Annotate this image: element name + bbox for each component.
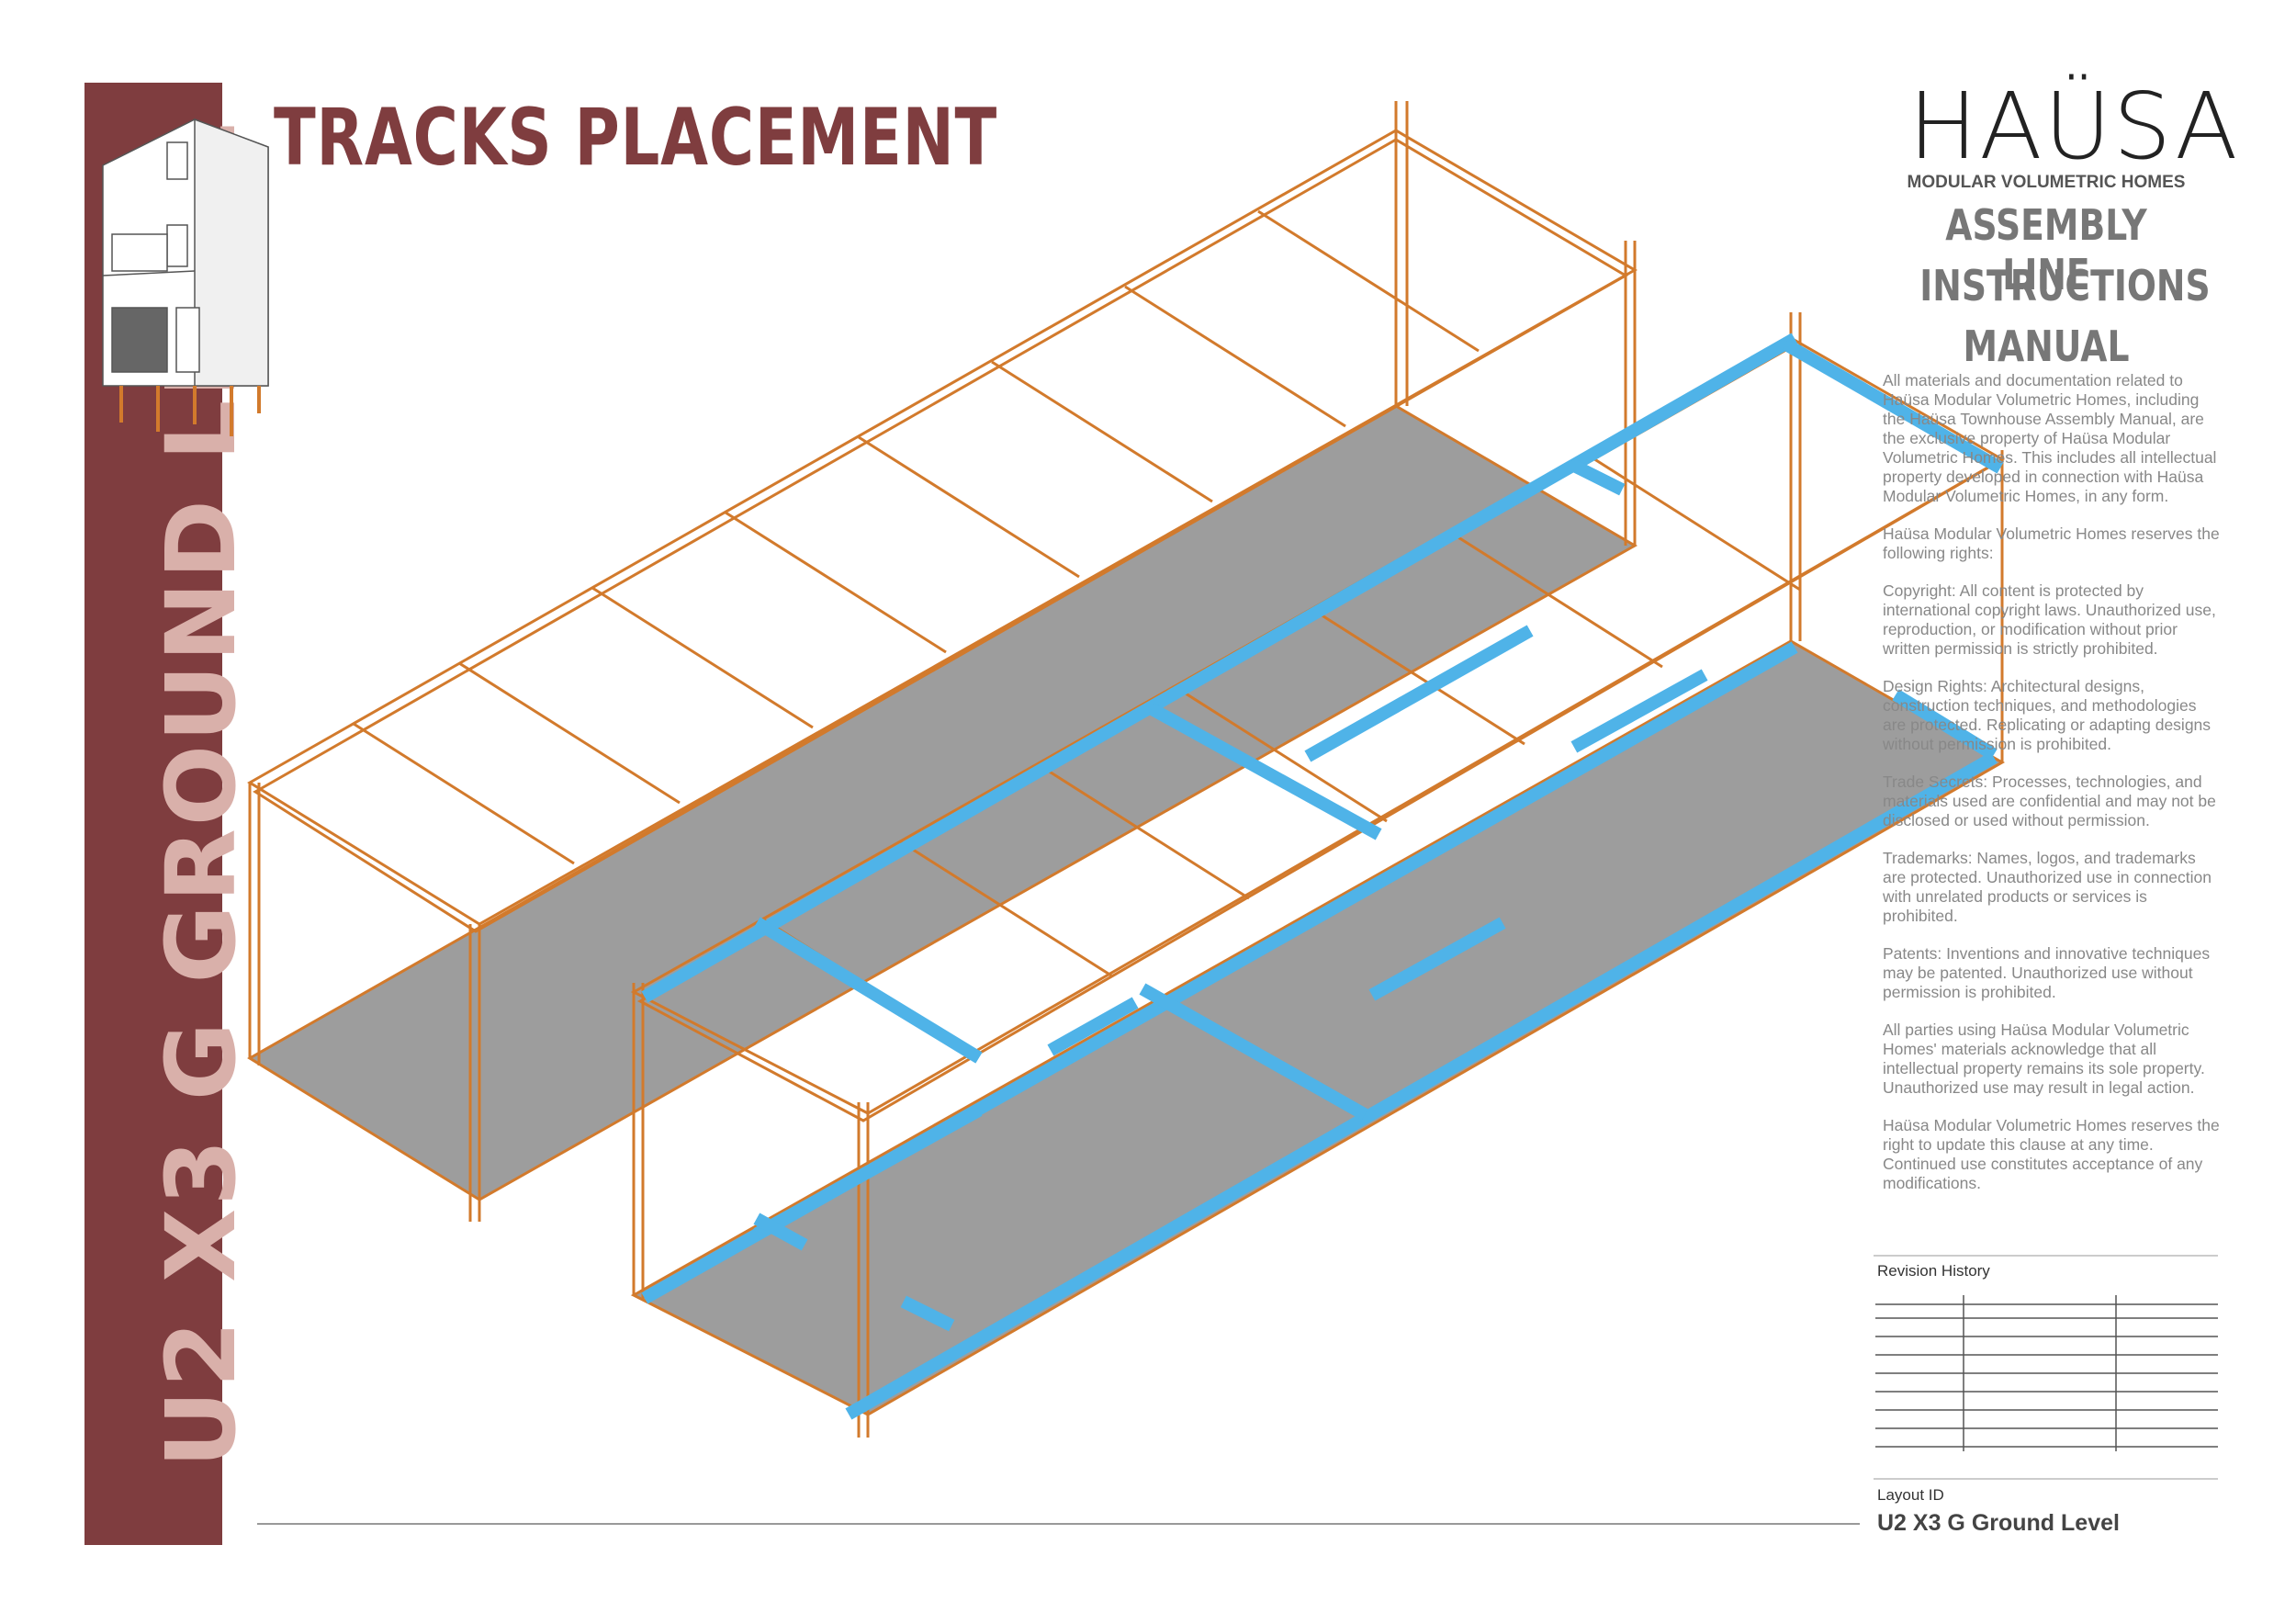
track-top-end — [1782, 338, 2004, 474]
track-floor-cross — [1139, 983, 1368, 1121]
track-floor-stub-2 — [1047, 997, 1139, 1056]
revision-history-label: Revision History — [1877, 1262, 1990, 1280]
legal-paragraph: Design Rights: Architectural designs, co… — [1883, 677, 2212, 753]
layout-id-value: U2 X3 G Ground Level — [1877, 1510, 2120, 1536]
track-roof-cross-2 — [1304, 625, 1534, 762]
legal-paragraph: Patents: Inventions and innovative techn… — [1883, 944, 2211, 1001]
track-set — [641, 333, 2004, 1420]
house-thumbnail-icon — [102, 118, 269, 436]
layout-id-label: Layout ID — [1877, 1486, 1944, 1504]
revision-history-table — [1874, 1255, 2218, 1480]
legal-paragraph: All materials and documentation related … — [1883, 371, 2217, 505]
legal-paragraph: Haüsa Modular Volumetric Homes reserves … — [1883, 1116, 2220, 1192]
track-floor-lower-2 — [753, 1212, 808, 1251]
track-floor-lower-3 — [900, 1295, 955, 1332]
track-floor-end-2 — [1892, 689, 1998, 761]
legal-paragraph: Copyright: All content is protected by i… — [1883, 581, 2216, 658]
isometric-module-drawing — [247, 101, 2006, 1438]
sheet-title: TRACKS PLACEMENT — [274, 92, 998, 184]
brand-name: HAÜSA — [1908, 73, 2240, 180]
legal-paragraph: All parties using Haüsa Modular Volumetr… — [1883, 1021, 2205, 1097]
track-roof-cross-1 — [1148, 703, 1382, 840]
legal-paragraph: Trade Secrets: Processes, technologies, … — [1883, 773, 2216, 829]
track-bottom-front — [845, 751, 1998, 1420]
track-top-mid — [753, 917, 983, 1064]
module-b — [630, 312, 2006, 1438]
module-a — [247, 101, 1638, 1222]
manual-title-line-3: MANUAL — [1963, 321, 2130, 371]
track-top-long — [641, 333, 1798, 1003]
footer-divider — [257, 1523, 1860, 1525]
track-floor-end-1 — [1570, 669, 1708, 753]
brand-tagline: MODULAR VOLUMETRIC HOMES — [1907, 173, 2186, 192]
track-floor-lower-1 — [753, 1104, 983, 1240]
track-floor-stub-1 — [1368, 917, 1506, 1001]
manual-title-line-1: ASSEMBLY LINE — [1945, 200, 2147, 299]
manual-title-line-2: INSTRUCTIONS — [1919, 261, 2211, 310]
legal-paragraph: Haüsa Modular Volumetric Homes reserves … — [1883, 524, 2220, 562]
track-top-stub — [1570, 459, 1626, 496]
module-a-frame — [247, 101, 1638, 1222]
legal-paragraph: Trademarks: Names, logos, and trademarks… — [1883, 849, 2212, 925]
legal-notice: All materials and documentation related … — [1883, 371, 2223, 1212]
